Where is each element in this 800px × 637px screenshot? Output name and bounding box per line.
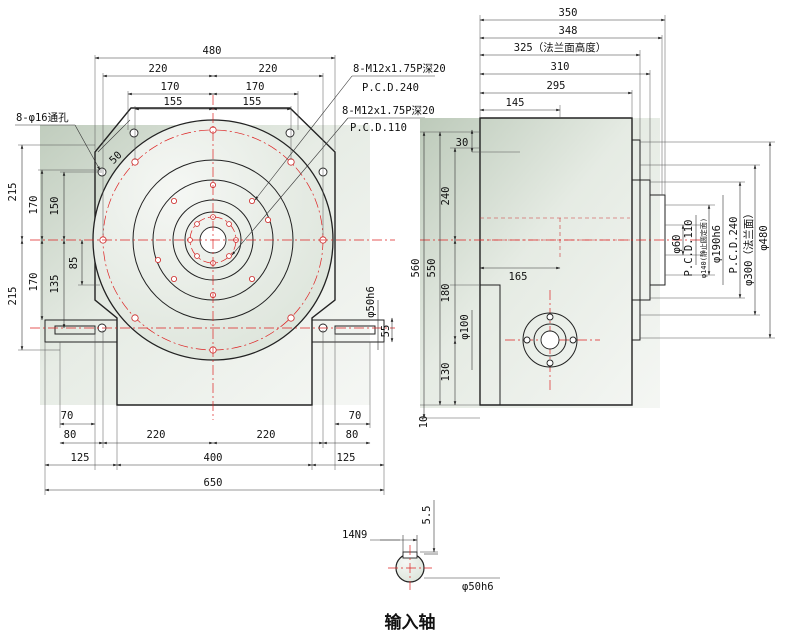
dim-215-top: 215 [7,183,19,202]
dim-560: 560 [410,259,422,278]
input-shaft-outer [522,312,578,368]
side-top-dimensions [479,15,666,195]
front-left-dimensions [18,144,102,351]
dim-350: 350 [559,7,578,19]
dim-170-left: 170 [161,81,180,93]
right-foot-flange [311,319,385,343]
dim-150: 150 [49,197,61,216]
dim-325-flange: 325（法兰面高度） [514,41,606,54]
tap1-leader [254,75,353,201]
hole-callout-leader [74,124,101,171]
dim-d480: φ480 [758,225,770,250]
label-pcd240: P.C.D.240 [362,82,419,94]
dim-d100: φ100 [459,314,471,339]
input-bolt-left [523,336,531,344]
dim-240-side: 240 [440,187,452,206]
label-14n9: 14N9 [342,529,367,541]
dim-220-left: 220 [149,63,168,75]
dim-10: 10 [418,416,430,429]
dim-30: 30 [456,137,469,149]
side-housing-outline [479,117,633,406]
label-shaft-dia: φ50h6 [365,286,377,318]
dim-155-left: 155 [164,96,183,108]
dim-d60: φ60 [671,235,683,254]
input-bolt-top [546,313,554,321]
dim-550: 550 [426,259,438,278]
dim-180-side: 180 [440,284,452,303]
input-shaft-detail: 14N9 5.5 φ50h6 输入轴 [342,500,500,633]
detail-title: 输入轴 [385,612,436,633]
side-body-shade [420,118,660,408]
tap2-leader [231,117,349,256]
dim-155-right: 155 [243,96,262,108]
side-right-dimensions [640,141,775,339]
dim-215-bottom: 215 [7,287,19,306]
dim-170-top: 170 [28,196,40,215]
dim-650: 650 [204,477,223,489]
front-top-dimensions [94,55,336,235]
dim-pcd110-side: P.C.D.110 [683,220,695,277]
dim-220-right: 220 [259,63,278,75]
dim-310: 310 [551,61,570,73]
dim-480: 480 [203,45,222,57]
input-bolt-bottom [546,359,554,367]
dim-135: 135 [49,275,61,294]
dim-125-left: 125 [71,452,90,464]
label-5-5: 5.5 [421,506,433,525]
dim-70-right: 70 [349,410,362,422]
dim-130-side: 130 [440,363,452,382]
dim-220-bottom-left: 220 [147,429,166,441]
label-key-55: 55 [380,325,392,338]
input-shaft-mid [533,323,567,357]
left-foot-flange [44,319,118,343]
dim-d140: φ140(静止圆定面) [699,218,708,278]
chamfer-dim-line [97,119,131,153]
dim-80-right: 80 [346,429,359,441]
dim-70-left: 70 [61,410,74,422]
front-bottom-dimensions [44,330,385,495]
dim-125-right: 125 [337,452,356,464]
label-tap2: 8-M12x1.75P深20 [342,105,435,117]
side-output-hub [650,194,666,286]
dim-348: 348 [559,25,578,37]
side-left-dimensions [420,129,561,419]
side-inner-step [480,284,501,405]
dim-d300: φ300（法兰面） [742,208,755,286]
inner-bolt-holes [187,214,239,266]
input-bolt-right [569,336,577,344]
side-view: 350 348 325（法兰面高度） 310 295 145 30 240 56… [410,7,775,428]
label-pcd110: P.C.D.110 [350,122,407,134]
front-view: 480 220 220 170 170 155 155 215 170 150 … [7,45,446,495]
dim-170-bottom: 170 [28,273,40,292]
dim-400: 400 [204,452,223,464]
dim-220-bottom-right: 220 [257,429,276,441]
dim-145: 145 [506,97,525,109]
dim-85: 85 [68,257,80,270]
mid-bolt-holes [154,181,271,298]
dim-165: 165 [509,271,528,283]
dim-pcd240-side: P.C.D.240 [728,217,740,274]
label-tap1: 8-M12x1.75P深20 [353,63,446,75]
input-shaft-bore [540,330,560,350]
dim-d190h6: φ190h6 [711,225,723,263]
label-shaft-dia-detail: φ50h6 [462,581,494,593]
dim-295: 295 [547,80,566,92]
dim-80-left: 80 [64,429,77,441]
label-through-hole: 8-φ16通孔 [16,111,69,124]
dim-170-right: 170 [246,81,265,93]
